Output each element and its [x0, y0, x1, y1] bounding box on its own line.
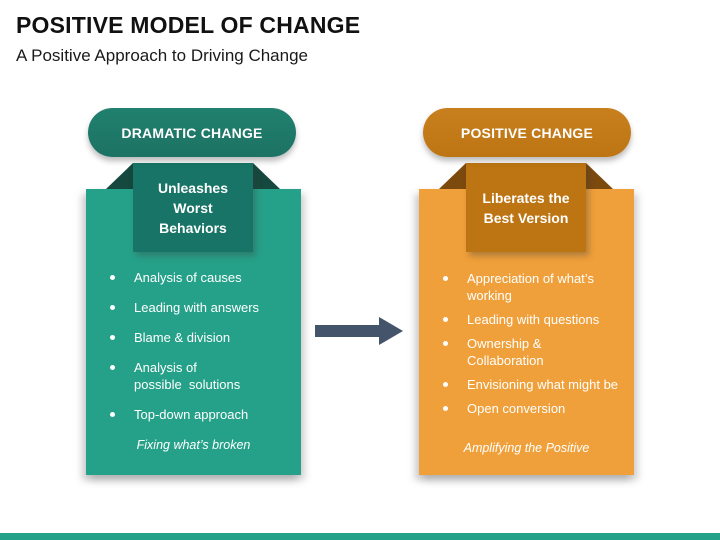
- bullet-item: Leading with questions: [433, 311, 623, 328]
- bullet-item: Analysis of causes: [100, 269, 290, 286]
- dramatic-change-header-pill: DRAMATIC CHANGE: [88, 108, 296, 157]
- positive-change-bullet-list: Appreciation of what’s working Leading w…: [433, 270, 623, 424]
- teal-fold-left-shape: [106, 163, 133, 189]
- bullet-item: Open conversion: [433, 400, 623, 417]
- right-arrow-head: [379, 317, 403, 345]
- right-arrow-shaft: [315, 325, 379, 337]
- bottom-accent-bar: [0, 533, 720, 540]
- positive-change-badge: Liberates the Best Version: [466, 163, 586, 252]
- teal-fold-right-shape: [253, 163, 280, 189]
- page-subtitle: A Positive Approach to Driving Change: [16, 46, 309, 65]
- right-arrow-icon: [315, 317, 403, 345]
- bullet-item: Leading with answers: [100, 299, 290, 316]
- bullet-item: Appreciation of what’s working: [433, 270, 623, 304]
- dramatic-change-badge: Unleashes Worst Behaviors: [133, 163, 253, 252]
- dramatic-change-footer-caption: Fixing what’s broken: [136, 438, 251, 452]
- page-title: POSITIVE MODEL OF CHANGE: [16, 12, 361, 38]
- positive-change-footer-caption: Amplifying the Positive: [463, 441, 590, 455]
- bullet-item: Analysis of possible solutions: [100, 359, 290, 393]
- bullet-item: Envisioning what might be: [433, 376, 623, 393]
- bullet-item: Ownership & Collaboration: [433, 335, 623, 369]
- orange-fold-left-shape: [439, 163, 466, 189]
- bullet-item: Blame & division: [100, 329, 290, 346]
- positive-change-header-label: POSITIVE CHANGE: [460, 124, 594, 141]
- orange-fold-right-shape: [586, 163, 613, 189]
- dramatic-change-header-label: DRAMATIC CHANGE: [121, 124, 263, 141]
- dramatic-change-bullet-list: Analysis of causes Leading with answers …: [100, 269, 290, 436]
- positive-change-header-pill: POSITIVE CHANGE: [423, 108, 631, 157]
- bullet-item: Top-down approach: [100, 406, 290, 423]
